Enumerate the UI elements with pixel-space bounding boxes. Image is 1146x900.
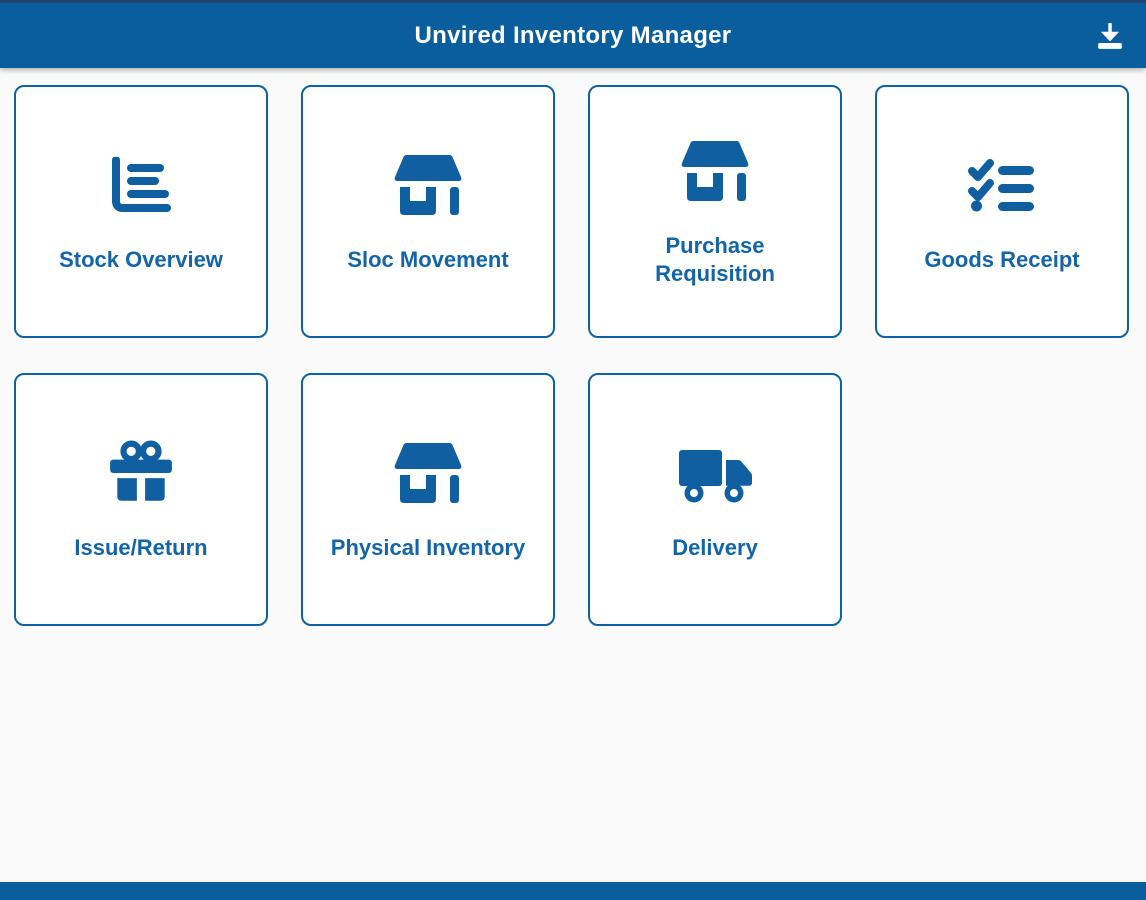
tile-stock-overview[interactable]: Stock Overview: [14, 85, 268, 338]
tile-label: Purchase Requisition: [655, 232, 775, 286]
app-header: Unvired Inventory Manager: [0, 0, 1146, 68]
tile-purchase-requisition[interactable]: Purchase Requisition: [588, 85, 842, 338]
store-icon: [389, 150, 467, 222]
tile-label: Goods Receipt: [924, 246, 1080, 272]
tile-physical-inventory[interactable]: Physical Inventory: [301, 373, 555, 626]
bar-chart-icon: [109, 150, 173, 222]
tile-label: Delivery: [672, 534, 758, 560]
tile-sloc-movement[interactable]: Sloc Movement: [301, 85, 555, 338]
download-icon: [1096, 22, 1124, 50]
bottom-bar: [0, 882, 1146, 900]
checklist-icon: [967, 150, 1037, 222]
tile-label: Sloc Movement: [347, 246, 509, 272]
store-icon: [676, 136, 754, 208]
tile-label: Physical Inventory: [330, 534, 526, 560]
app-title: Unvired Inventory Manager: [414, 21, 732, 49]
truck-icon: [677, 438, 753, 510]
store-icon: [389, 438, 467, 510]
gift-icon: [108, 438, 174, 510]
tile-grid: Stock Overview Sloc Movement Purchase Re…: [14, 85, 1132, 626]
download-button[interactable]: [1090, 16, 1130, 56]
tile-goods-receipt[interactable]: Goods Receipt: [875, 85, 1129, 338]
tile-delivery[interactable]: Delivery: [588, 373, 842, 626]
tile-label: Stock Overview: [59, 246, 223, 272]
tile-label: Issue/Return: [74, 534, 208, 560]
tile-issue-return[interactable]: Issue/Return: [14, 373, 268, 626]
